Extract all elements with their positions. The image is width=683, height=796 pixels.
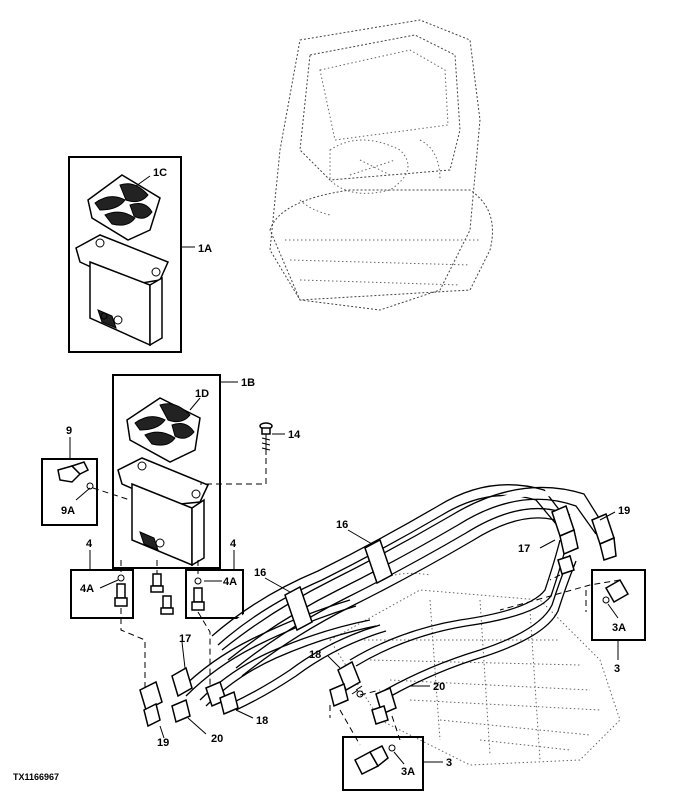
callout-1B: 1B [241, 377, 255, 389]
fitting-4A-left-box [70, 550, 146, 690]
fitting-9A-box [41, 437, 131, 526]
callout-4-right: 4 [230, 538, 237, 550]
callout-9A: 9A [61, 505, 75, 517]
callout-19-right: 19 [618, 505, 630, 517]
callout-16-upper: 16 [336, 519, 348, 531]
pilot-valve-1B-box [112, 374, 238, 569]
excavator-cab-outline [269, 19, 493, 311]
pilot-valve-1A-box [68, 156, 195, 353]
callout-17-left: 17 [179, 633, 191, 645]
fitting-3A-bottom-box [342, 736, 443, 791]
rubber-boot-1D [126, 397, 201, 463]
hose-clamp-16-upper [347, 529, 393, 585]
loose-fittings [150, 560, 174, 615]
fitting-3A-right-box [585, 569, 646, 660]
callout-3A-right: 3A [612, 622, 626, 634]
callout-3-right: 3 [614, 663, 620, 675]
callout-19-left: 19 [157, 737, 169, 749]
hose-fittings-center [327, 655, 430, 746]
callout-17-right: 17 [518, 543, 530, 555]
callout-4-left: 4 [86, 538, 93, 550]
fitting-4A-right-box [185, 550, 244, 690]
callout-1A: 1A [198, 243, 212, 255]
callout-3A-bottom: 3A [401, 766, 415, 778]
callout-20-right: 20 [433, 681, 445, 693]
callout-1D: 1D [195, 388, 209, 400]
pilot-valve-body-1B [117, 457, 210, 567]
callout-3-bottom: 3 [446, 757, 452, 769]
callout-14: 14 [288, 429, 301, 441]
hose-bundle-upper [211, 484, 605, 677]
callout-labels: 1C 1A 1B 1D 14 9 9A 16 19 17 4 4 16 4A 4… [61, 167, 630, 778]
hose-clamp-16-lower [264, 577, 313, 632]
callout-20-left: 20 [211, 733, 223, 745]
callout-18-upper: 18 [309, 649, 321, 661]
callout-4A-left: 4A [80, 583, 94, 595]
callout-4A-right: 4A [223, 576, 237, 588]
callout-9: 9 [66, 425, 72, 437]
pilot-valve-body-1A [75, 234, 170, 347]
callout-18-lower: 18 [256, 715, 268, 727]
callout-1C: 1C [153, 167, 167, 179]
hose-fittings-right [499, 504, 621, 611]
bolt-14 [200, 422, 285, 485]
callout-16-lower: 16 [254, 567, 266, 579]
figure-id: TX1166967 [13, 772, 59, 782]
control-valve-outline [329, 572, 621, 766]
rubber-boot-1C [87, 174, 161, 241]
hose-fittings-left [139, 641, 254, 739]
